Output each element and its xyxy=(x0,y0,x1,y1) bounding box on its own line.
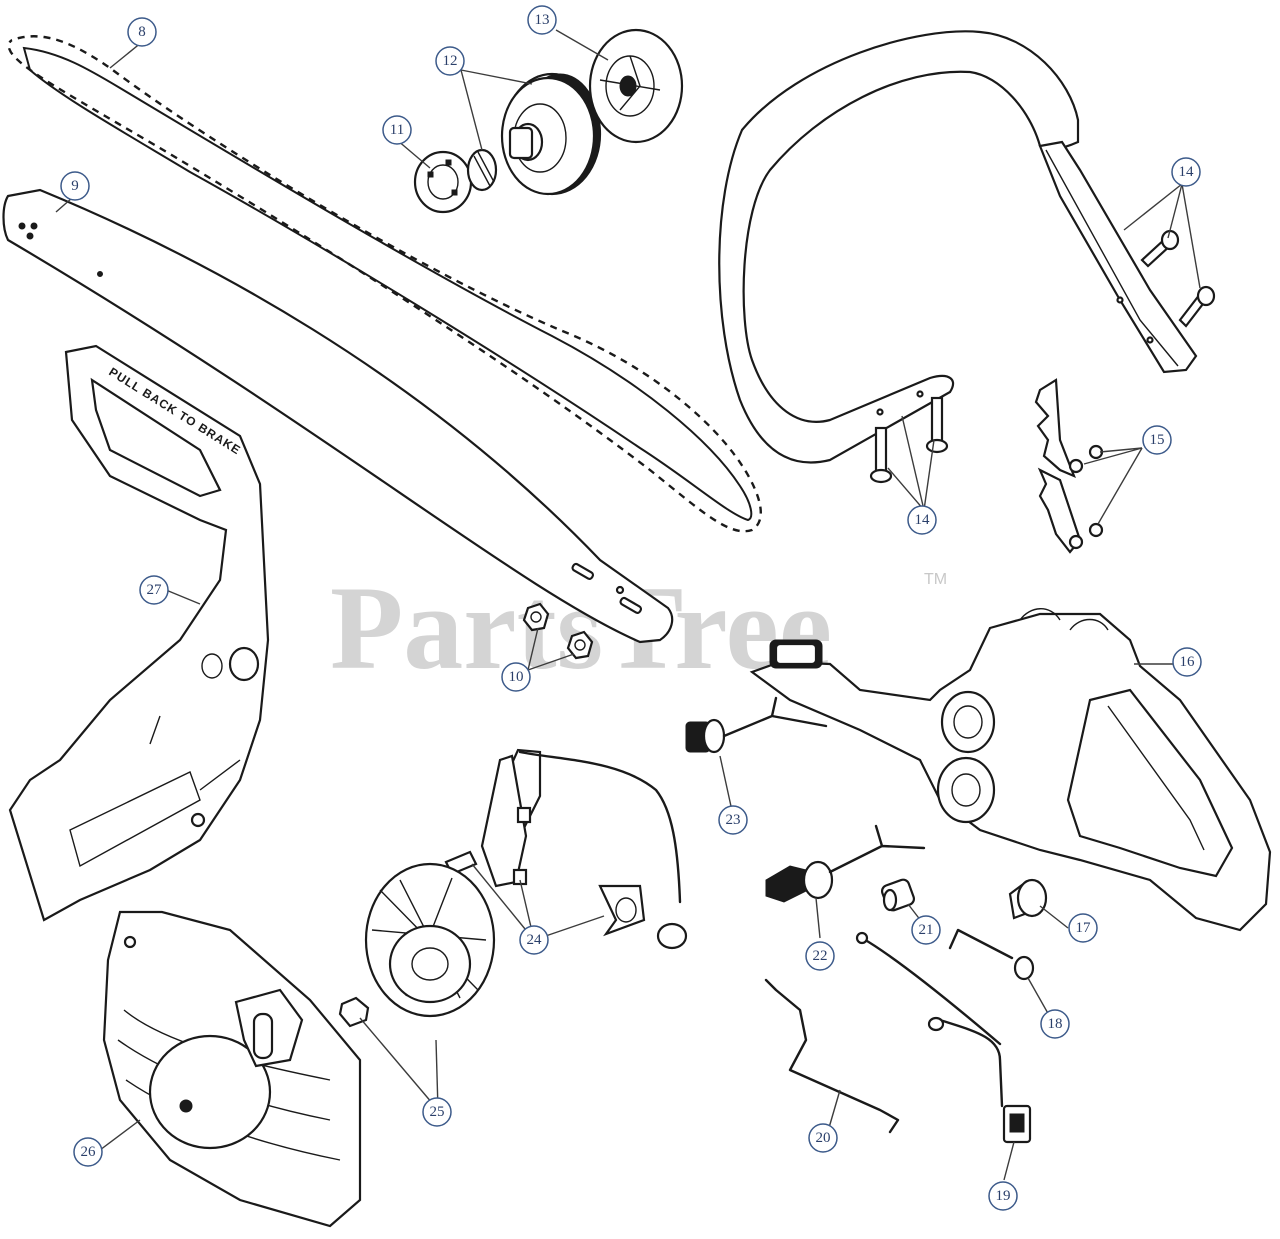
callout-20: 20 xyxy=(808,1123,838,1153)
svg-text:26: 26 xyxy=(81,1144,97,1160)
bar-nuts xyxy=(522,602,594,660)
leader-lines xyxy=(55,29,1201,1181)
bumper-spikes xyxy=(1034,378,1104,554)
svg-text:16: 16 xyxy=(1180,654,1196,670)
handle-screws xyxy=(869,229,1216,484)
stop-switch xyxy=(855,931,1032,1144)
callout-13: 13 xyxy=(527,5,557,35)
callout-17: 17 xyxy=(1068,913,1098,943)
front-handle xyxy=(718,30,1198,464)
chain-brake-cover: PULL BACK TO BRAKE xyxy=(8,344,270,922)
svg-text:11: 11 xyxy=(390,122,404,138)
clutch-washer xyxy=(413,150,473,214)
flywheel xyxy=(338,862,496,1028)
callout-25: 25 xyxy=(422,1097,452,1127)
guide-bar xyxy=(2,188,674,644)
callout-15: 15 xyxy=(1142,425,1172,455)
callout-23: 23 xyxy=(718,805,748,835)
callout-26: 26 xyxy=(73,1137,103,1167)
callout-8: 8 xyxy=(127,17,157,47)
callout-9: 9 xyxy=(60,171,90,201)
watermark-trademark: TM xyxy=(924,571,947,588)
fuel-filter xyxy=(880,878,916,912)
sprocket-cover xyxy=(588,28,684,144)
callout-27: 27 xyxy=(139,575,169,605)
svg-text:15: 15 xyxy=(1150,432,1165,448)
svg-text:20: 20 xyxy=(816,1130,831,1146)
svg-text:22: 22 xyxy=(813,948,828,964)
svg-text:17: 17 xyxy=(1076,920,1092,936)
throttle-rod xyxy=(764,978,900,1134)
svg-text:19: 19 xyxy=(996,1188,1011,1204)
svg-text:14: 14 xyxy=(915,512,931,528)
oil-cap xyxy=(685,696,828,754)
callout-11: 11 xyxy=(382,115,412,145)
callout-18: 18 xyxy=(1040,1009,1070,1039)
svg-text:8: 8 xyxy=(138,24,146,40)
svg-text:27: 27 xyxy=(147,582,163,598)
svg-text:21: 21 xyxy=(919,922,934,938)
svg-text:14: 14 xyxy=(1179,164,1195,180)
clutch-drum xyxy=(466,72,602,196)
callout-21: 21 xyxy=(911,915,941,945)
svg-text:9: 9 xyxy=(71,178,79,194)
rear-handle-housing xyxy=(749,608,1272,932)
svg-text:13: 13 xyxy=(535,12,550,28)
svg-text:24: 24 xyxy=(527,932,543,948)
fuel-cap xyxy=(765,824,926,903)
callout-12: 12 xyxy=(435,46,465,76)
callout-22: 22 xyxy=(805,941,835,971)
callout-14-top: 14 xyxy=(1171,157,1201,187)
callout-24: 24 xyxy=(519,925,549,955)
callout-14-bottom: 14 xyxy=(907,505,937,535)
svg-text:18: 18 xyxy=(1048,1016,1063,1032)
choke-rod xyxy=(948,928,1035,981)
starter-housing xyxy=(102,910,362,1228)
svg-text:25: 25 xyxy=(430,1104,445,1120)
saw-chain xyxy=(6,33,764,534)
primer-bulb xyxy=(1008,878,1048,920)
callout-16: 16 xyxy=(1172,647,1202,677)
svg-text:12: 12 xyxy=(443,53,458,69)
svg-text:10: 10 xyxy=(509,669,524,685)
svg-text:23: 23 xyxy=(726,812,741,828)
callout-10: 10 xyxy=(501,662,531,692)
callout-19: 19 xyxy=(988,1181,1018,1211)
